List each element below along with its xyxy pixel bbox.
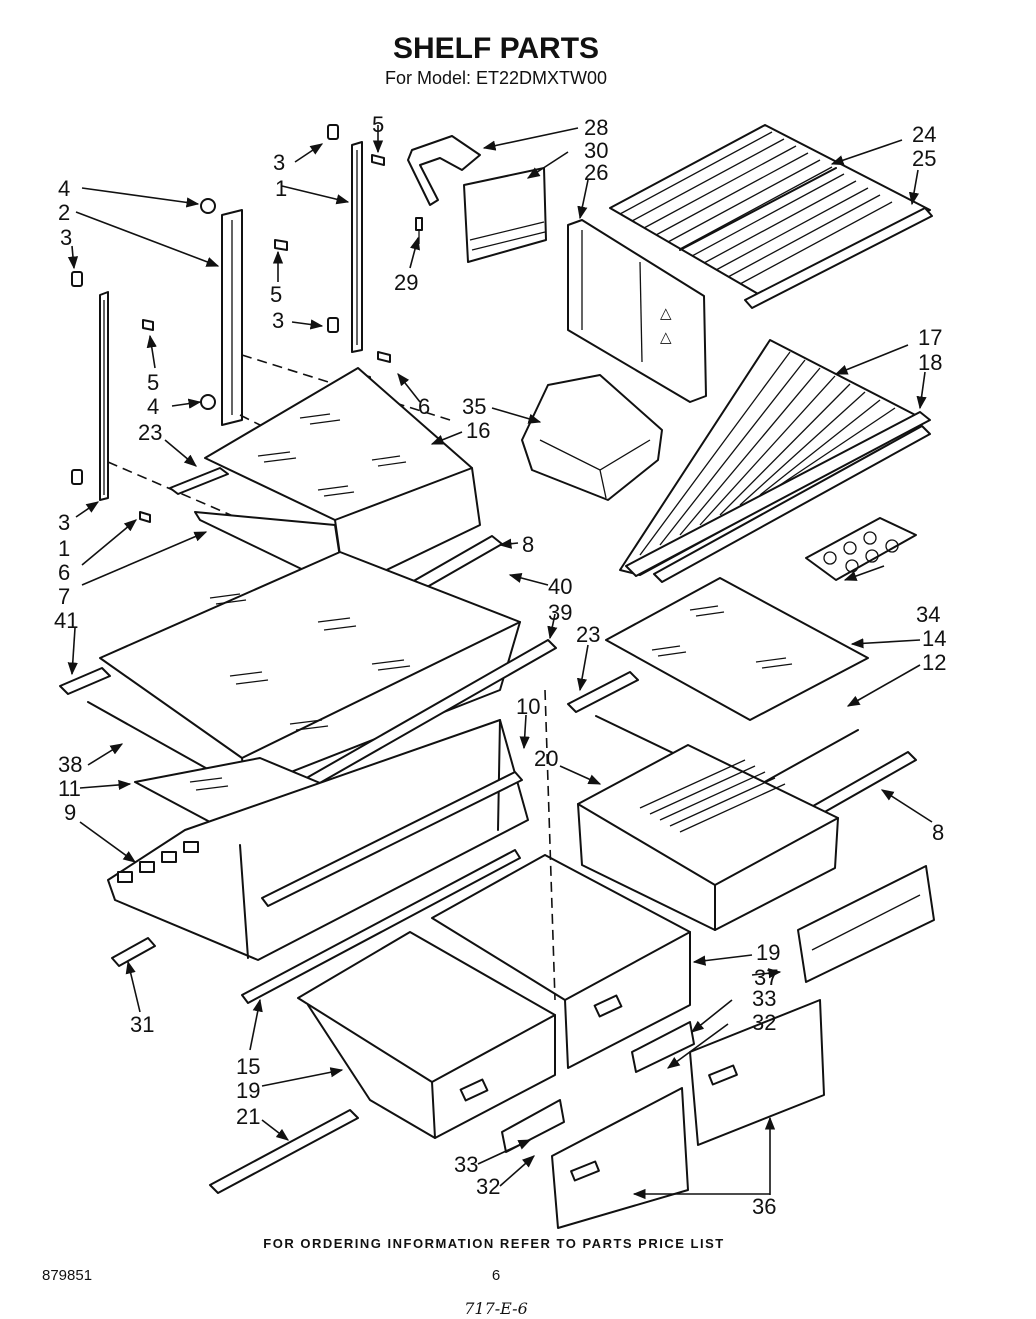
callout-3: 3	[58, 510, 70, 535]
meat-drawer	[577, 744, 839, 931]
callout-30: 30	[584, 138, 608, 163]
door-bin	[521, 374, 663, 501]
callout-3: 3	[272, 308, 284, 333]
callout-34: 34	[916, 602, 940, 627]
callout-40: 40	[548, 574, 572, 599]
callout-15: 15	[236, 1054, 260, 1079]
middle-wire-shelf	[619, 339, 931, 583]
leader-lines	[67, 125, 933, 1200]
callout-9: 9	[64, 800, 76, 825]
callout-36: 36	[752, 1194, 776, 1219]
callout-1: 1	[275, 176, 287, 201]
callout-10: 10	[516, 694, 540, 719]
callout-1: 1	[58, 536, 70, 561]
page-title: SHELF PARTS	[393, 32, 599, 65]
callout-37: 37	[754, 965, 778, 990]
callout-5: 5	[270, 282, 282, 307]
callout-labels: 5 3 1 4 2 3 5 3 5 4 6 28 30 26 29 24 25 …	[54, 112, 946, 1219]
callout-5: 5	[147, 370, 159, 395]
parts-drawing: △ △	[59, 124, 935, 1229]
callout-38: 38	[58, 752, 82, 777]
callout-3: 3	[273, 150, 285, 175]
callout-6: 6	[58, 560, 70, 585]
large-glass-shelf	[59, 551, 557, 809]
callout-16: 16	[466, 418, 490, 443]
callout-35: 35	[462, 394, 486, 419]
callout-20: 20	[534, 746, 558, 771]
egg-tray	[805, 517, 917, 581]
callout-28: 28	[584, 115, 608, 140]
callout-2: 2	[58, 200, 70, 225]
callout-25: 25	[912, 146, 936, 171]
callout-14: 14	[922, 626, 946, 651]
callout-24: 24	[912, 122, 936, 147]
callout-4: 4	[58, 176, 70, 201]
drawer-fronts	[209, 865, 935, 1229]
callout-39: 39	[548, 600, 572, 625]
svg-text:△: △	[660, 329, 672, 346]
callout-33: 33	[752, 986, 776, 1011]
callout-32: 32	[476, 1174, 500, 1199]
callout-41: 41	[54, 608, 78, 633]
crisper-control-buttons	[117, 841, 199, 883]
model-subtitle: For Model: ET22DMXTW00	[385, 68, 607, 88]
callout-21: 21	[236, 1104, 260, 1129]
callout-5: 5	[372, 112, 384, 137]
page-number: 6	[492, 1267, 500, 1284]
callout-23: 23	[138, 420, 162, 445]
crisper-drawers	[297, 689, 691, 1139]
handwritten-code: 717-E-6	[464, 1299, 528, 1318]
callout-8: 8	[932, 820, 944, 845]
upper-small-parts	[407, 135, 547, 263]
document-number: 879851	[42, 1267, 92, 1284]
callout-19: 19	[756, 940, 780, 965]
callout-18: 18	[918, 350, 942, 375]
callout-6: 6	[418, 394, 430, 419]
callout-12: 12	[922, 650, 946, 675]
callout-8: 8	[522, 532, 534, 557]
callout-3: 3	[60, 225, 72, 250]
callout-11: 11	[58, 776, 81, 801]
ordering-note: FOR ORDERING INFORMATION REFER TO PARTS …	[263, 1236, 724, 1251]
callout-17: 17	[918, 325, 942, 350]
callout-7: 7	[58, 584, 70, 609]
callout-32: 32	[752, 1010, 776, 1035]
callout-33: 33	[454, 1152, 478, 1177]
upper-wire-shelf: △ △	[567, 124, 933, 403]
callout-26: 26	[584, 160, 608, 185]
callout-4: 4	[147, 394, 159, 419]
callout-29: 29	[394, 270, 418, 295]
callout-23: 23	[576, 622, 600, 647]
crisper-cover	[107, 719, 529, 1004]
callout-19: 19	[236, 1078, 260, 1103]
callout-31: 31	[130, 1012, 154, 1037]
svg-text:△: △	[660, 305, 672, 322]
